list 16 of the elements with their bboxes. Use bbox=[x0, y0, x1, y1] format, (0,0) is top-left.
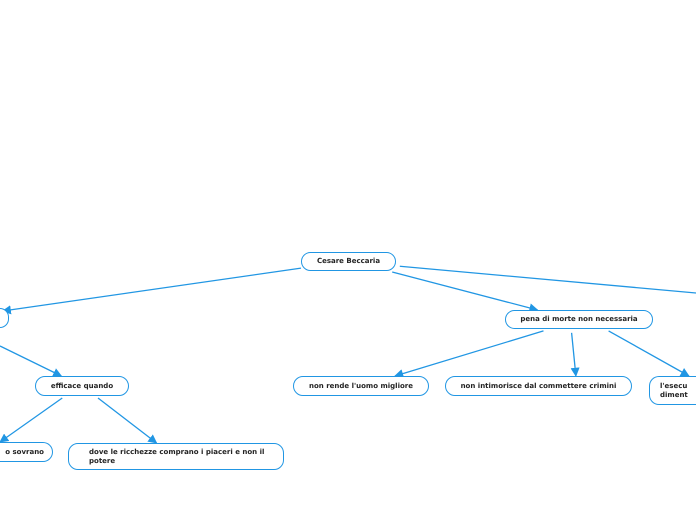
arrow bbox=[570, 332, 580, 377]
arrow bbox=[98, 397, 158, 444]
topic-box bbox=[505, 310, 653, 329]
topic-box bbox=[649, 376, 696, 405]
topic-box bbox=[445, 376, 632, 396]
arrow bbox=[0, 345, 62, 377]
box bbox=[0, 308, 9, 328]
arrow bbox=[394, 330, 544, 378]
topic-box bbox=[301, 252, 396, 271]
topic-box bbox=[68, 443, 284, 470]
topic-box bbox=[293, 376, 429, 396]
topic-box bbox=[35, 376, 129, 396]
topic-box bbox=[0, 442, 53, 462]
arrow bbox=[392, 271, 538, 312]
arrow bbox=[0, 397, 63, 443]
arrow bbox=[608, 330, 690, 377]
